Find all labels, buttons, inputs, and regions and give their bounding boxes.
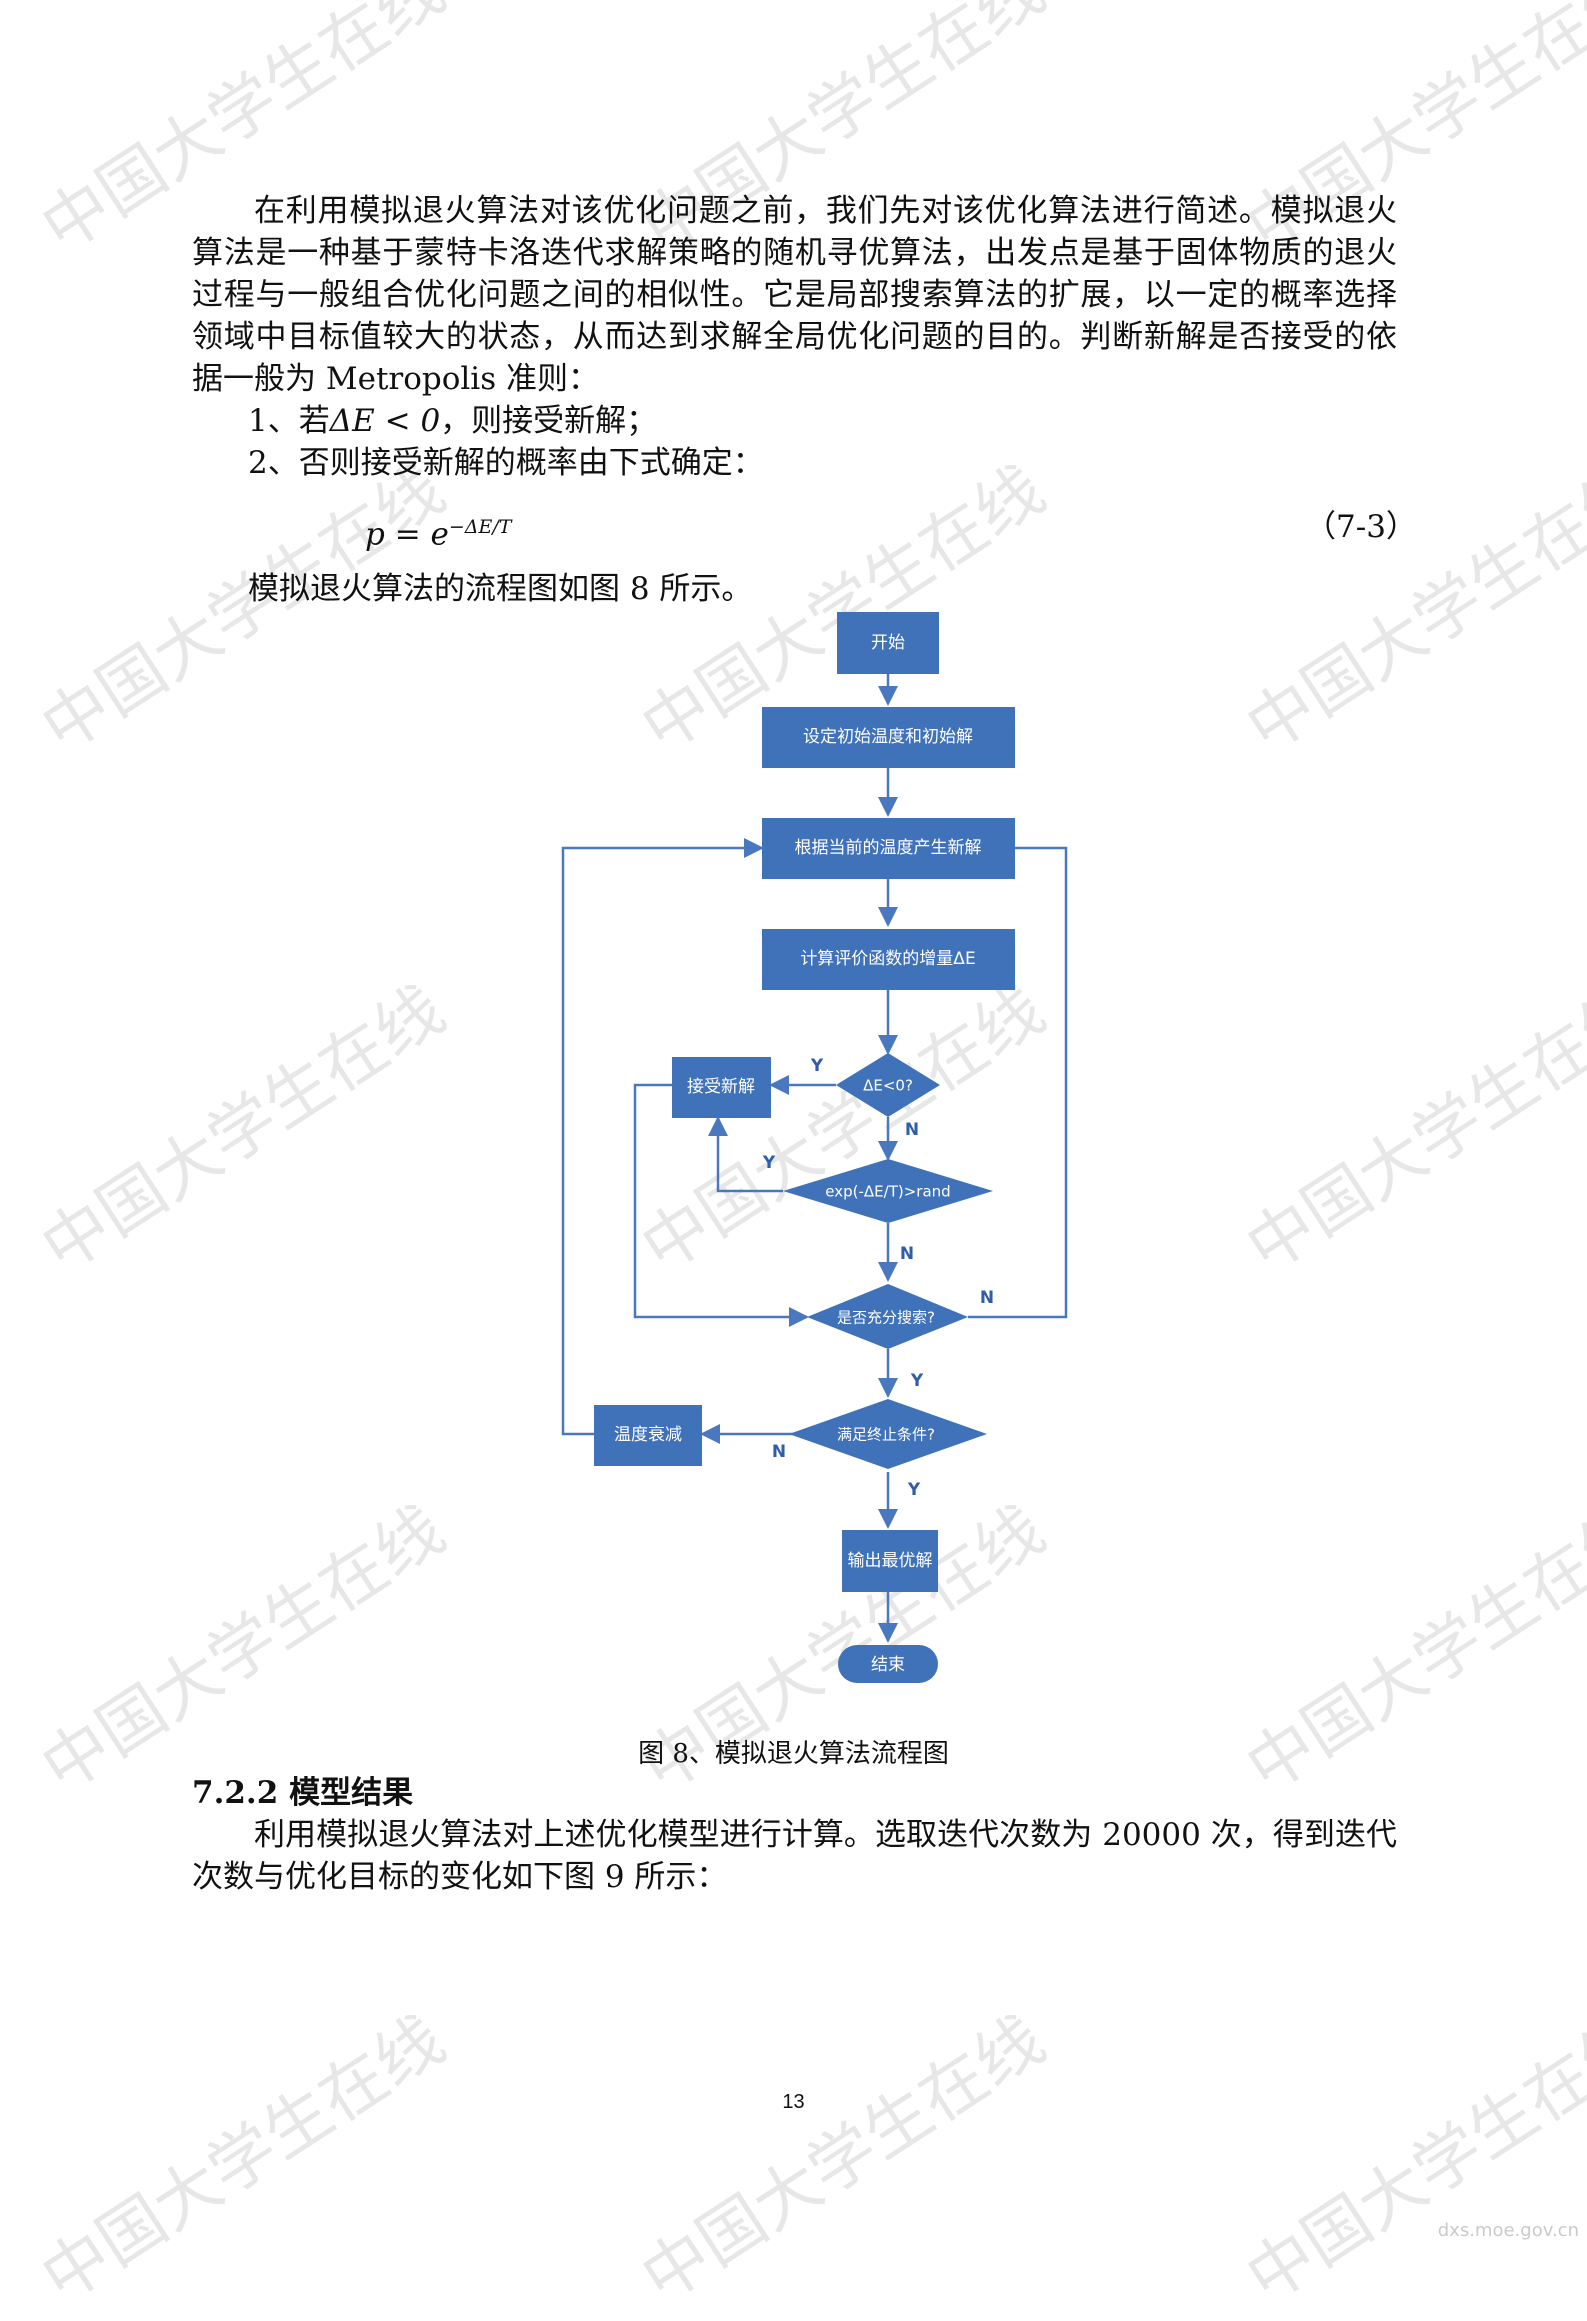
node-output <box>842 1530 938 1592</box>
label-accept: 接受新解 <box>687 1077 755 1097</box>
formula-lhs: p = e <box>365 516 449 553</box>
rule1-delta: ΔE <box>329 403 375 439</box>
rule1-prefix: 1、若 <box>248 403 330 439</box>
node-cooling <box>594 1405 702 1466</box>
no-label-cond3: N <box>980 1288 994 1308</box>
edge-cond2-accept <box>708 1116 783 1193</box>
no-label-cond1: N <box>905 1120 919 1140</box>
label-cooling: 温度衰减 <box>614 1425 682 1445</box>
label-compute: 计算评价函数的增量ΔE <box>800 949 975 969</box>
label-output: 输出最优解 <box>848 1551 933 1571</box>
node-cond4 <box>789 1399 987 1469</box>
no-label-cond4: N <box>772 1442 786 1462</box>
edge-cond3-generate <box>968 838 1068 1319</box>
node-cond3 <box>807 1284 968 1349</box>
label-cond4: 满足终止条件? <box>837 1426 935 1444</box>
node-generate <box>762 818 1015 879</box>
rule1-suffix: ，则接受新解； <box>440 403 658 439</box>
flow-intro: 模拟退火算法的流程图如图 8 所示。 <box>248 571 753 607</box>
no-label-cond2: N <box>900 1244 914 1264</box>
page-number: 13 <box>782 2091 805 2113</box>
node-cond2 <box>783 1159 993 1223</box>
node-end <box>838 1645 938 1683</box>
section-heading: 7.2.2 模型结果 <box>192 1775 414 1811</box>
edge-cooling-generate <box>561 838 764 1436</box>
rule1-condition: < 0 <box>374 403 441 439</box>
result-paragraph: 利用模拟退火算法对上述优化模型进行计算。选取迭代次数为 20000 次，得到迭代… <box>192 1817 1397 1895</box>
node-compute <box>762 929 1015 990</box>
label-start: 开始 <box>871 633 905 653</box>
label-generate: 根据当前的温度产生新解 <box>795 838 982 858</box>
rule-2: 2、否则接受新解的概率由下式确定： <box>248 442 764 484</box>
flowchart: 开始 设定初始温度和初始解 根据当前的温度产生新解 计算评价函数的增量ΔE 接受… <box>561 612 1068 1683</box>
label-cond3: 是否充分搜索? <box>837 1309 935 1327</box>
rule-1: 1、若ΔE < 0，则接受新解； <box>248 400 657 442</box>
yes-label-cond4: Y <box>907 1480 921 1500</box>
formula-exponent: −ΔE/T <box>448 516 512 538</box>
node-init <box>762 707 1015 768</box>
formula: p = e−ΔE/T <box>365 506 511 555</box>
corner-watermark-text: dxs.moe.gov.cn <box>1437 2220 1579 2241</box>
yes-label-cond2: Y <box>762 1153 776 1173</box>
label-end: 结束 <box>871 1655 905 1675</box>
rule2-text: 2、否则接受新解的概率由下式确定： <box>248 445 764 481</box>
node-cond1 <box>836 1053 940 1117</box>
edge-accept-cond3 <box>633 1083 809 1327</box>
node-accept <box>672 1057 771 1118</box>
yes-label-cond3: Y <box>910 1371 924 1391</box>
intro-paragraph: 在利用模拟退火算法对该优化问题之前，我们先对该优化算法进行简述。模拟退火算法是一… <box>192 193 1397 397</box>
yes-label-cond1: Y <box>810 1056 824 1076</box>
formula-number: （7-3） <box>1305 509 1417 545</box>
figure-caption: 图 8、模拟退火算法流程图 <box>638 1739 949 1769</box>
label-init: 设定初始温度和初始解 <box>803 727 973 747</box>
label-cond1: ΔE<0? <box>863 1077 913 1095</box>
node-start <box>837 612 939 674</box>
label-cond2: exp(-ΔE/T)>rand <box>825 1183 950 1201</box>
